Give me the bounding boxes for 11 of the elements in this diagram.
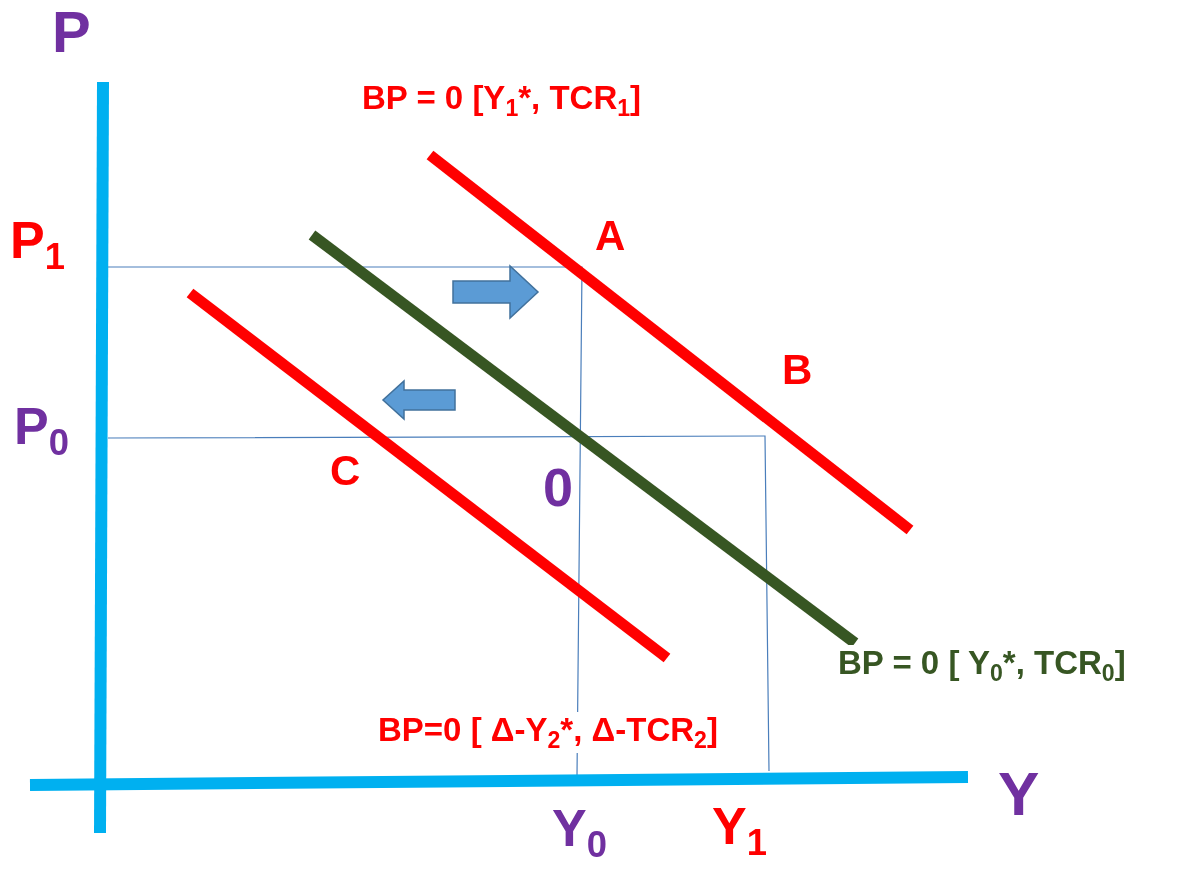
point-label: 0: [543, 458, 574, 518]
axis-label: P: [52, 0, 91, 64]
point-label: C: [330, 448, 361, 495]
axis-tick-label: P$_{0}$: [14, 398, 69, 463]
point-label: B: [782, 347, 813, 394]
curve-label: BP=0 [ Δ-Y$_{2}$*, Δ-TCR$_{2}$]: [378, 712, 718, 754]
axis-tick-label: Y$_{0}$: [552, 800, 607, 865]
axis-tick-label: Y$_{1}$: [712, 798, 767, 863]
point-label: A: [595, 213, 626, 260]
axis-label: Y: [998, 760, 1040, 829]
axis-tick-label: P$_{1}$: [10, 212, 65, 277]
